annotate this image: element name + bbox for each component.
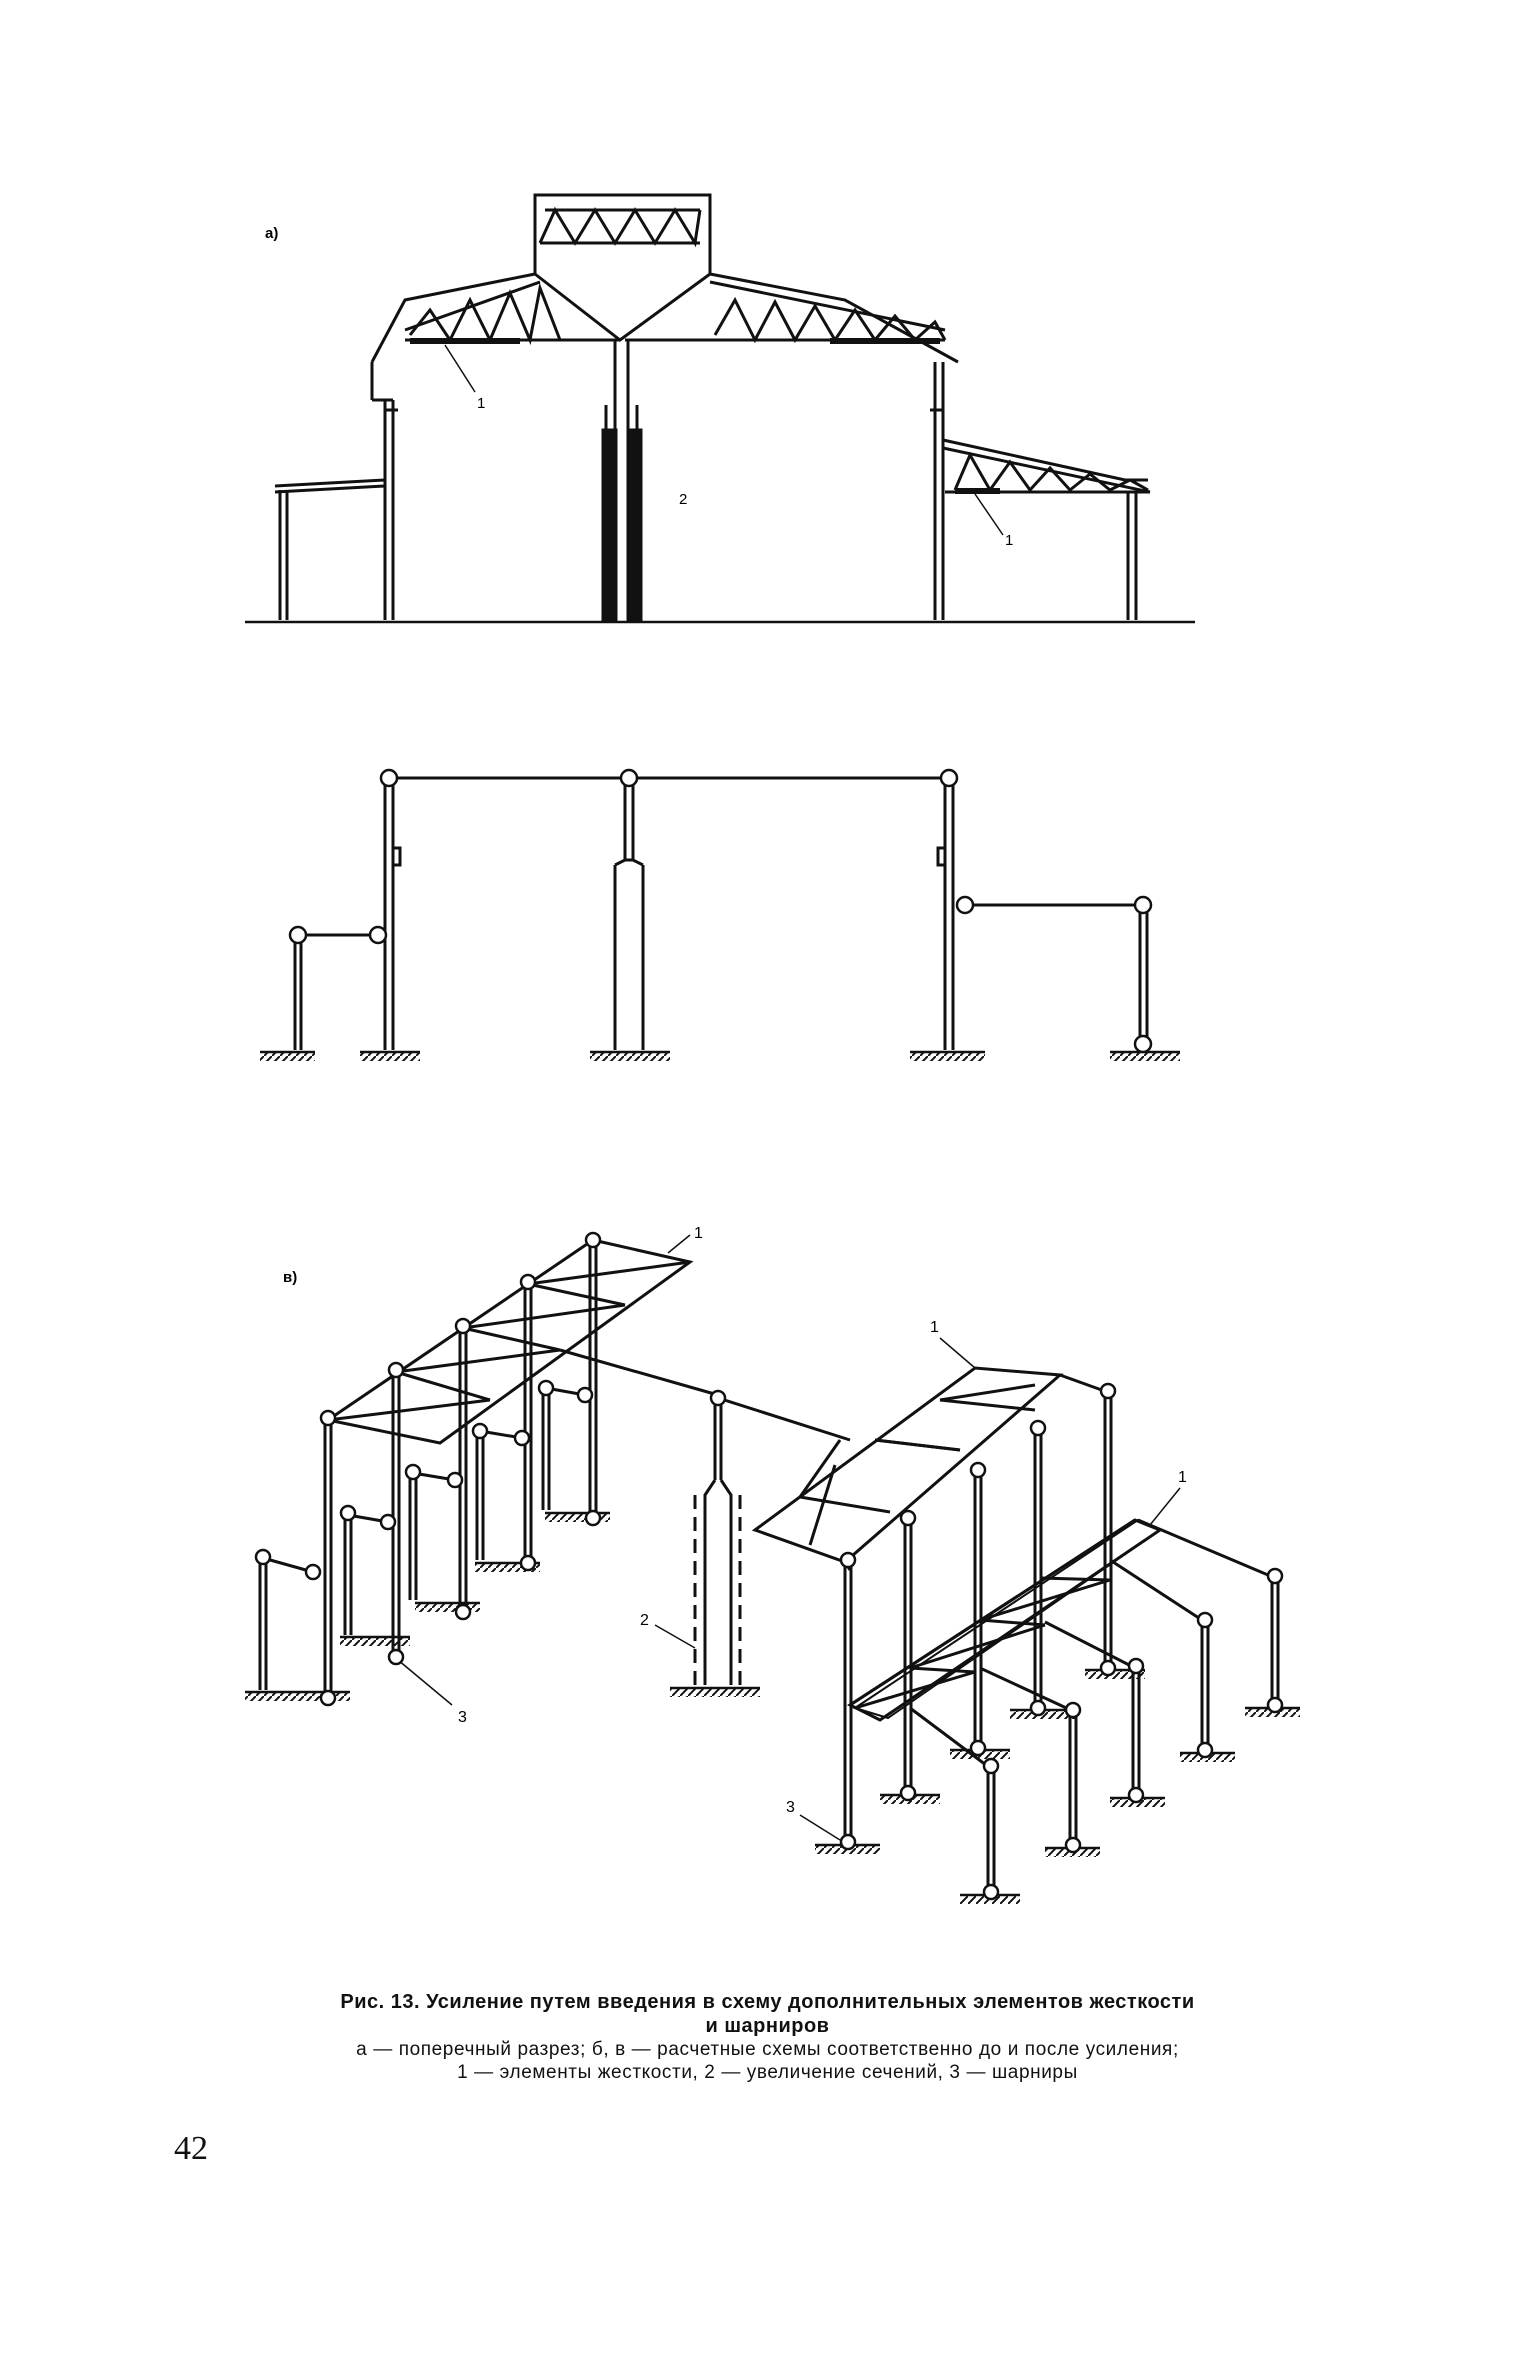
label-bracing-mid: 1: [930, 1319, 939, 1336]
caption-title-line1: Рис. 13. Усиление путем введения в схему…: [340, 1991, 1195, 2013]
page-number: 42: [174, 2130, 208, 2167]
panel-a-letter: а): [265, 225, 278, 242]
label-bracing-right: 1: [1005, 532, 1013, 549]
label-bracing-right: 1: [1178, 1469, 1187, 1486]
caption-legend-line2: 1 — элементы жесткости, 2 — увеличение с…: [457, 2062, 1078, 2083]
panel-v-ground-hatch: [245, 1514, 1300, 1904]
caption-legend-line1: а — поперечный разрез; б, в — расчетные …: [356, 2039, 1179, 2060]
label-hinge-left: 3: [458, 1709, 467, 1726]
caption-title-line2: и шарниров: [705, 2015, 830, 2037]
panel-b-hinges: [288, 768, 1153, 1054]
panel-b-ground-hatch: [260, 1053, 1180, 1061]
label-bracing-left: 1: [477, 395, 485, 412]
figure-caption: Рис. 13. Усиление путем введения в схему…: [150, 1990, 1385, 2084]
panel-v-hinges: [254, 1231, 1284, 1901]
label-bracing-top: 1: [694, 1225, 703, 1242]
label-column-center: 2: [679, 491, 687, 508]
panel-a-cross-section: [245, 193, 1195, 624]
panel-b-scheme-before: [260, 776, 1180, 1054]
label-section: 2: [640, 1612, 649, 1629]
label-hinge-front: 3: [786, 1799, 795, 1816]
panel-v-letter: в): [283, 1269, 297, 1286]
